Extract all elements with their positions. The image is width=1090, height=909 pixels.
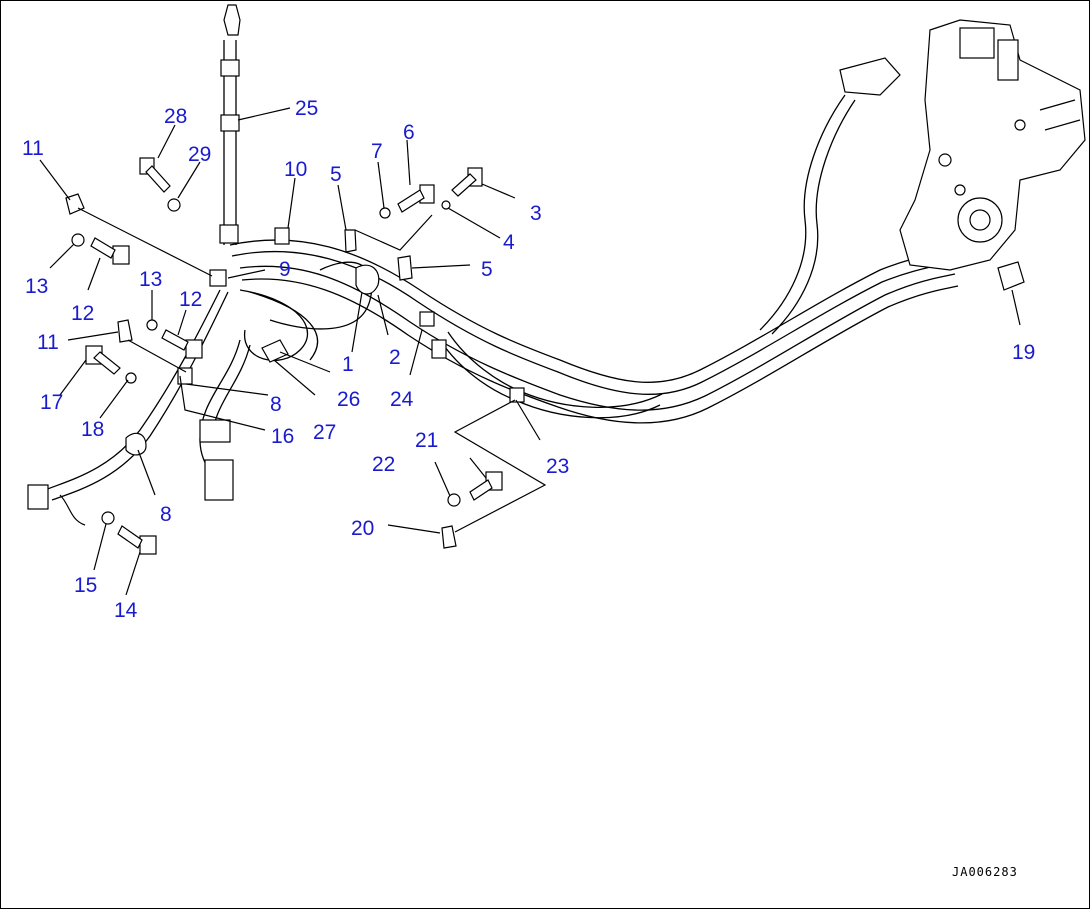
bolt-17 (85, 345, 121, 375)
bolt-14 (117, 525, 157, 555)
bolt-12-upper (90, 237, 130, 265)
callout-16: 16 (271, 425, 294, 448)
top-connector (219, 4, 241, 244)
clip-20 (441, 525, 457, 549)
callout-2: 2 (389, 346, 401, 369)
clamp-5-left (344, 229, 357, 253)
callout-20: 20 (351, 517, 374, 540)
callout-29: 29 (188, 143, 211, 166)
clamp-9 (209, 269, 227, 287)
washer-13-lower (146, 319, 158, 331)
callout-18: 18 (81, 418, 104, 441)
clamp-8-lower (125, 432, 147, 456)
callout-5-b: 5 (481, 258, 493, 281)
callout-17: 17 (40, 391, 63, 414)
clamp-1 (355, 264, 380, 295)
clamp-2 (419, 311, 435, 327)
washer-22 (447, 493, 461, 507)
clamp-5-right (397, 255, 413, 281)
bolt-6 (397, 184, 435, 213)
callouts: 1 2 3 4 5 5 6 7 8 8 9 10 11 11 12 12 13 … (22, 97, 1035, 622)
callout-19: 19 (1012, 341, 1035, 364)
clip-11-lower (117, 319, 133, 343)
clip-16-connector (199, 419, 234, 501)
callout-5-a: 5 (330, 163, 342, 186)
washer-13-upper (71, 233, 85, 247)
clamp-24 (431, 339, 447, 359)
washer-18 (125, 372, 137, 384)
callout-13-a: 13 (25, 275, 48, 298)
callout-28: 28 (164, 105, 187, 128)
upper-right-connector (839, 57, 901, 96)
clip-11-upper (65, 193, 85, 215)
callout-12-b: 12 (179, 288, 202, 311)
washer-29 (167, 198, 181, 212)
callout-22: 22 (372, 453, 395, 476)
callout-11-b: 11 (37, 331, 59, 354)
right-assembly (899, 19, 1086, 271)
callout-25: 25 (295, 97, 318, 120)
callout-8-a: 8 (270, 393, 282, 416)
clamp-8-upper (177, 367, 193, 385)
clamp-23 (509, 387, 525, 403)
clamp-10 (274, 227, 290, 245)
callout-6: 6 (403, 121, 415, 144)
callout-3: 3 (530, 202, 542, 225)
callout-26: 26 (337, 388, 360, 411)
washer-15 (101, 511, 115, 525)
callout-4: 4 (503, 231, 515, 254)
callout-1: 1 (342, 353, 354, 376)
clamp-26 (261, 339, 289, 363)
washer-7 (379, 207, 391, 219)
drawing-code: JA006283 (952, 865, 1018, 879)
callout-8-b: 8 (160, 503, 172, 526)
callout-21: 21 (415, 429, 438, 452)
callout-12-a: 12 (71, 302, 94, 325)
bolt-3 (451, 167, 483, 197)
callout-13-b: 13 (139, 268, 162, 291)
bolt-28 (139, 157, 171, 193)
bolt-12-lower (161, 329, 203, 359)
callout-15: 15 (74, 574, 97, 597)
washer-4 (441, 200, 451, 210)
left-connector (27, 484, 86, 526)
callout-27: 27 (313, 421, 336, 444)
clamp-19 (997, 261, 1025, 291)
bolt-21 (469, 471, 503, 501)
callout-23: 23 (546, 455, 569, 478)
callout-11-a: 11 (22, 137, 44, 160)
callout-7: 7 (371, 140, 383, 163)
callout-10: 10 (284, 158, 307, 181)
callout-9: 9 (279, 258, 291, 281)
callout-24: 24 (390, 388, 414, 411)
leader-lines (39, 107, 1021, 596)
callout-14: 14 (114, 599, 138, 622)
